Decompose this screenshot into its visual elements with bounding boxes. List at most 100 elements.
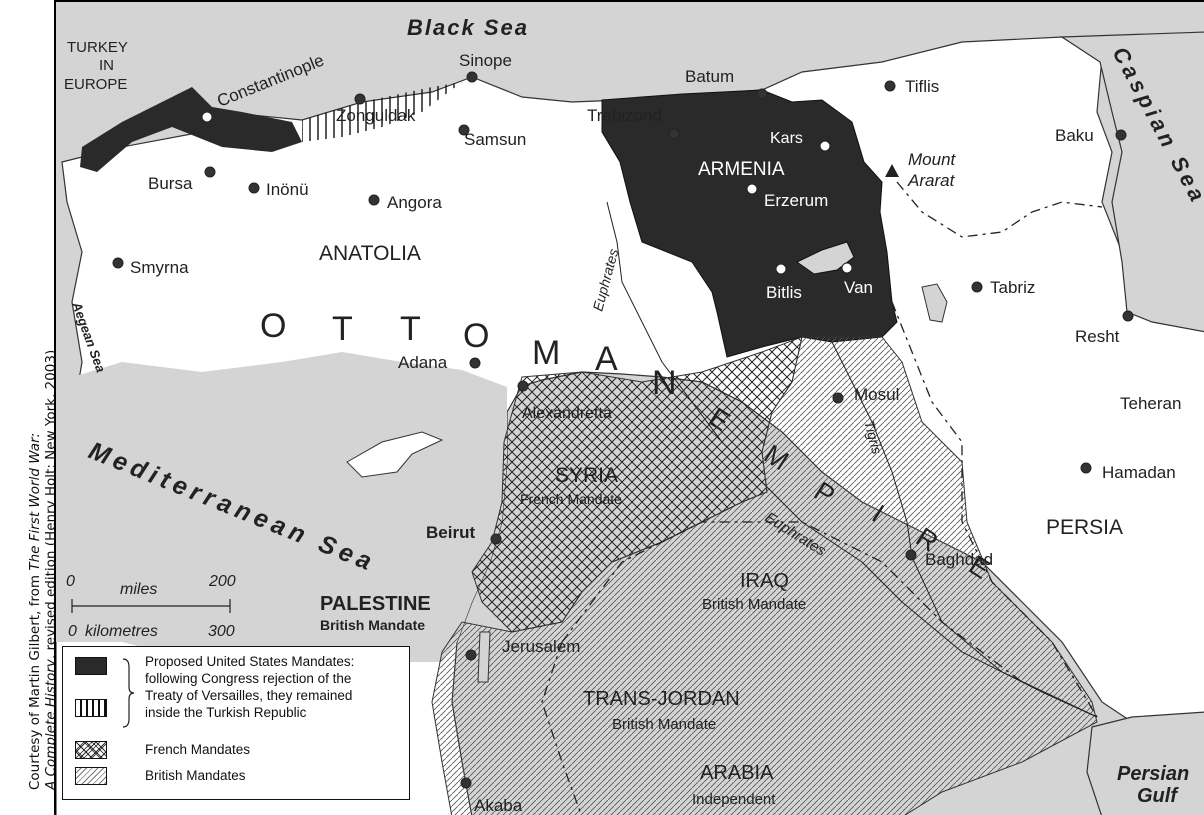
river-euphrates (606, 201, 1098, 718)
scale-miles-label: miles (120, 581, 157, 598)
legend-us-line-2: following Congress rejection of the (145, 671, 352, 686)
city-dot-icon (248, 182, 260, 194)
iraq-sub-label: British Mandate (702, 596, 806, 613)
scale-km-label: kilometres (85, 623, 158, 640)
legend-us-line-3: Treaty of Versailles, they remained (145, 688, 353, 703)
map-canvas: Black Sea Caspian Sea Mediterranean Sea … (56, 2, 1204, 815)
turkey-europe-label-3: EUROPE (64, 76, 127, 93)
mediterranean (56, 352, 507, 662)
map-frame: Black Sea Caspian Sea Mediterranean Sea … (54, 0, 1204, 815)
city-label: Tabriz (990, 278, 1035, 297)
mount-ararat-label-2: Ararat (907, 171, 956, 190)
ottoman-empire-letter: N (652, 364, 677, 402)
turkey-europe-label-2: IN (99, 57, 114, 74)
city-dot-icon (112, 257, 124, 269)
city-label: Smyrna (130, 258, 189, 277)
crosshatch-icon (75, 741, 107, 759)
city-label: Bitlis (766, 283, 802, 302)
lake-van-overlay (796, 241, 855, 275)
city-dot-icon (1080, 462, 1092, 474)
mount-ararat-label-1: Mount (908, 150, 957, 169)
city-dot-icon (775, 263, 787, 275)
legend-swatch-us-hatched (75, 699, 107, 717)
city-dot-icon (465, 649, 477, 661)
city-label: Erzerum (764, 191, 828, 210)
city-label: Jerusalem (502, 637, 580, 656)
frontier-north (896, 181, 1103, 238)
city-label: Inönü (266, 180, 309, 199)
legend-swatch-french (75, 741, 107, 759)
legend-us-line-4: inside the Turkish Republic (145, 705, 307, 720)
persian-gulf-label-1: Persian (1117, 763, 1189, 785)
legend-us-line-1: Proposed United States Mandates: (145, 654, 355, 669)
us-mandate-europe (80, 87, 302, 172)
legend-british-label: British Mandates (145, 768, 246, 783)
ottoman-empire-letter: O (463, 317, 489, 355)
ottoman-empire-letter: T (400, 310, 421, 348)
city-label: Samsun (464, 130, 526, 149)
legend-brace-icon (122, 658, 135, 728)
armenia-label: ARMENIA (698, 159, 785, 180)
city-label: Hamadan (1102, 463, 1176, 482)
city-dot-icon (201, 111, 213, 123)
city-dot-icon (517, 380, 529, 392)
city-label: Beirut (426, 523, 475, 542)
city-dot-icon (458, 124, 470, 136)
scale-miles-200: 200 (208, 573, 236, 590)
city-dot-icon (204, 166, 216, 178)
zonguldak-strip (302, 82, 462, 142)
city-dot-icon (841, 262, 853, 274)
city-label: Bursa (148, 174, 193, 193)
syria-label: SYRIA (555, 464, 618, 487)
city-dot-icon (1115, 129, 1127, 141)
city-dot-icon (971, 281, 983, 293)
british-mandate (431, 336, 1098, 815)
frontier-east (891, 301, 1098, 718)
ottoman-empire-letter: O (260, 307, 286, 345)
scale-zero-km: 0 (68, 623, 77, 640)
lake-urmia (921, 283, 948, 323)
city-label: Baku (1055, 126, 1094, 145)
scale-km-300: 300 (208, 623, 235, 640)
turkey-europe-label-1: TURKEY (67, 39, 128, 56)
legend-french-label: French Mandates (145, 742, 251, 757)
scale-zero-miles: 0 (66, 573, 75, 590)
legend-swatch-us-dark (75, 657, 107, 675)
city-dot-icon (469, 357, 481, 369)
dead-sea (477, 631, 491, 683)
credit-strip: Courtesy of Martin Gilbert, from The Fir… (0, 0, 59, 815)
palestine-label: PALESTINE (320, 593, 431, 615)
caspian-sea (1060, 31, 1204, 333)
ottoman-empire-letter: M (532, 334, 560, 372)
persian-gulf-label-2: Gulf (1137, 785, 1179, 807)
city-dot-icon (756, 88, 768, 100)
city-dot-icon (460, 777, 472, 789)
city-label: Alexandretta (522, 405, 612, 422)
city-label: Baghdad (925, 550, 993, 569)
anatolia-label: ANATOLIA (319, 242, 421, 265)
arabia-sub-label: Independent (692, 791, 776, 808)
city-dot-icon (884, 80, 896, 92)
city-dot-icon (819, 140, 831, 152)
city-dot-icon (490, 533, 502, 545)
city-dot-icon (1122, 310, 1134, 322)
city-label: Van (844, 278, 873, 297)
legend-swatch-british (75, 767, 107, 785)
transjordan-label: TRANS-JORDAN (583, 688, 740, 710)
city-label: Kars (770, 130, 803, 147)
city-label: Batum (685, 67, 734, 86)
cyprus (346, 431, 444, 478)
transjordan-sub-label: British Mandate (612, 716, 716, 733)
city-dot-icon (368, 194, 380, 206)
city-label: Teheran (1120, 394, 1181, 413)
persia-label: PERSIA (1046, 516, 1123, 539)
city-label: Mosul (854, 385, 899, 404)
city-label: Zonguldak (336, 106, 416, 125)
palestine-sub-label: British Mandate (320, 617, 425, 633)
city-dot-icon (905, 549, 917, 561)
arabia-label: ARABIA (700, 762, 774, 784)
scale-bar: 0 miles 200 0 kilometres 300 (66, 573, 236, 640)
city-label: Akaba (474, 796, 523, 815)
ottoman-empire-letter: T (332, 310, 353, 348)
